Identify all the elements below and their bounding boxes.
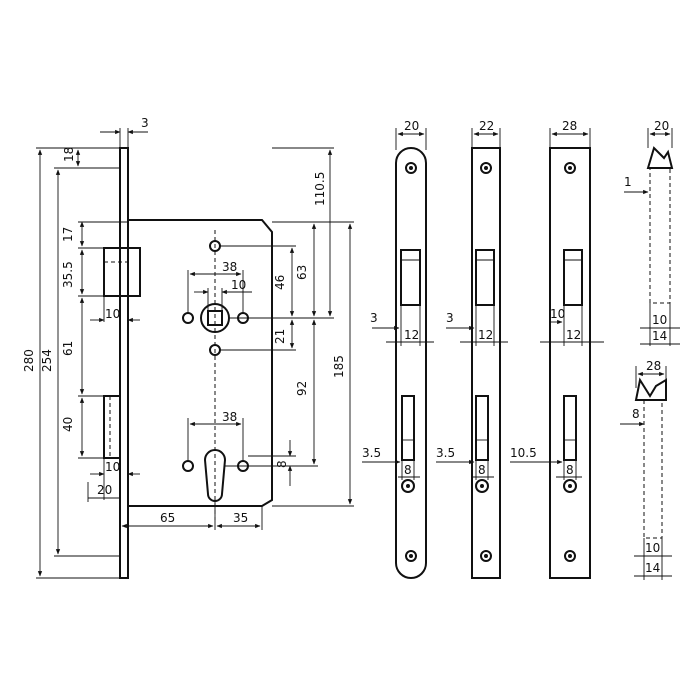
forend-1-latch-width: 12	[404, 328, 419, 342]
forend-3-latch-offset: 10	[550, 307, 565, 321]
dim-top-to-follower: 110.5	[313, 172, 327, 206]
side-view-bottom: 28 8 10 14	[620, 359, 672, 580]
side-2-outer: 14	[645, 561, 660, 575]
forend-2-bolt-width: 8	[478, 463, 486, 477]
dim-top-offset: 18	[62, 147, 76, 162]
dim-cylinder-hole-spacing: 38	[222, 410, 237, 424]
dim-backset: 65	[160, 511, 175, 525]
forend-2-width: 22	[479, 119, 494, 133]
forend-2-bolt-offset: 3.5	[436, 446, 455, 460]
side-1-outer: 14	[652, 329, 667, 343]
dim-latch-to-bolt: 61	[61, 341, 75, 356]
dim-follower-height: 63	[295, 265, 309, 280]
side-2-offset: 8	[632, 407, 640, 421]
dim-square-size: 10	[231, 278, 246, 292]
side-1-width: 20	[654, 119, 669, 133]
dim-latch-height: 35.5	[61, 261, 75, 288]
side-view-top: 20 1 10 14	[624, 119, 680, 346]
forend-3-width: 28	[562, 119, 577, 133]
side-1-inner: 10	[652, 313, 667, 327]
forend-2-latch-width: 12	[478, 328, 493, 342]
forend-1-bolt-offset: 3.5	[362, 446, 381, 460]
dim-bolt-projection: 10	[105, 460, 120, 474]
side-2-inner: 10	[645, 541, 660, 555]
forend-1-latch-offset: 3	[370, 311, 378, 325]
forend-view-22: 22 3 12 3.5 8	[436, 119, 508, 579]
dim-bolt-height: 40	[61, 417, 75, 432]
forend-view-20: 20 3 12 3.5 8	[362, 119, 434, 579]
latch-bolt	[103, 247, 141, 297]
dim-follower-to-cylinder: 92	[295, 381, 309, 396]
cylinder-hole	[203, 449, 227, 502]
faceplate	[119, 147, 129, 579]
forend-3-bolt-offset: 10.5	[510, 446, 537, 460]
dim-faceplate-thickness: 3	[141, 116, 149, 130]
side-2-width: 28	[646, 359, 661, 373]
screw-hole	[182, 460, 194, 472]
dim-total-height: 280	[22, 349, 36, 372]
forend-3-bolt-width: 8	[566, 463, 574, 477]
dim-bolt-width: 20	[97, 483, 112, 497]
dim-cylinder-offset: 8	[275, 460, 289, 468]
dim-cylinder-backset: 35	[233, 511, 248, 525]
dim-case-inner-height: 185	[332, 355, 346, 378]
forend-1-width: 20	[404, 119, 419, 133]
dim-case-height: 254	[40, 349, 54, 372]
lock-case	[128, 219, 273, 507]
dim-follower-hole-spacing: 38	[222, 260, 237, 274]
forend-1-bolt-width: 8	[404, 463, 412, 477]
dim-latch-projection: 10	[105, 307, 120, 321]
forend-2-latch-offset: 3	[446, 311, 454, 325]
screw-hole	[182, 312, 194, 324]
dim-latch-offset: 17	[61, 227, 75, 242]
forend-view-28: 28 10 12 10.5 8	[510, 119, 604, 579]
dead-bolt	[103, 395, 121, 459]
main-lock-view: 3 280 254 18 17 35.5 10 61	[22, 116, 354, 579]
dim-follower-lower: 21	[273, 329, 287, 344]
forend-3-latch-width: 12	[566, 328, 581, 342]
dim-follower-upper: 46	[273, 275, 287, 290]
side-1-offset: 1	[624, 175, 632, 189]
